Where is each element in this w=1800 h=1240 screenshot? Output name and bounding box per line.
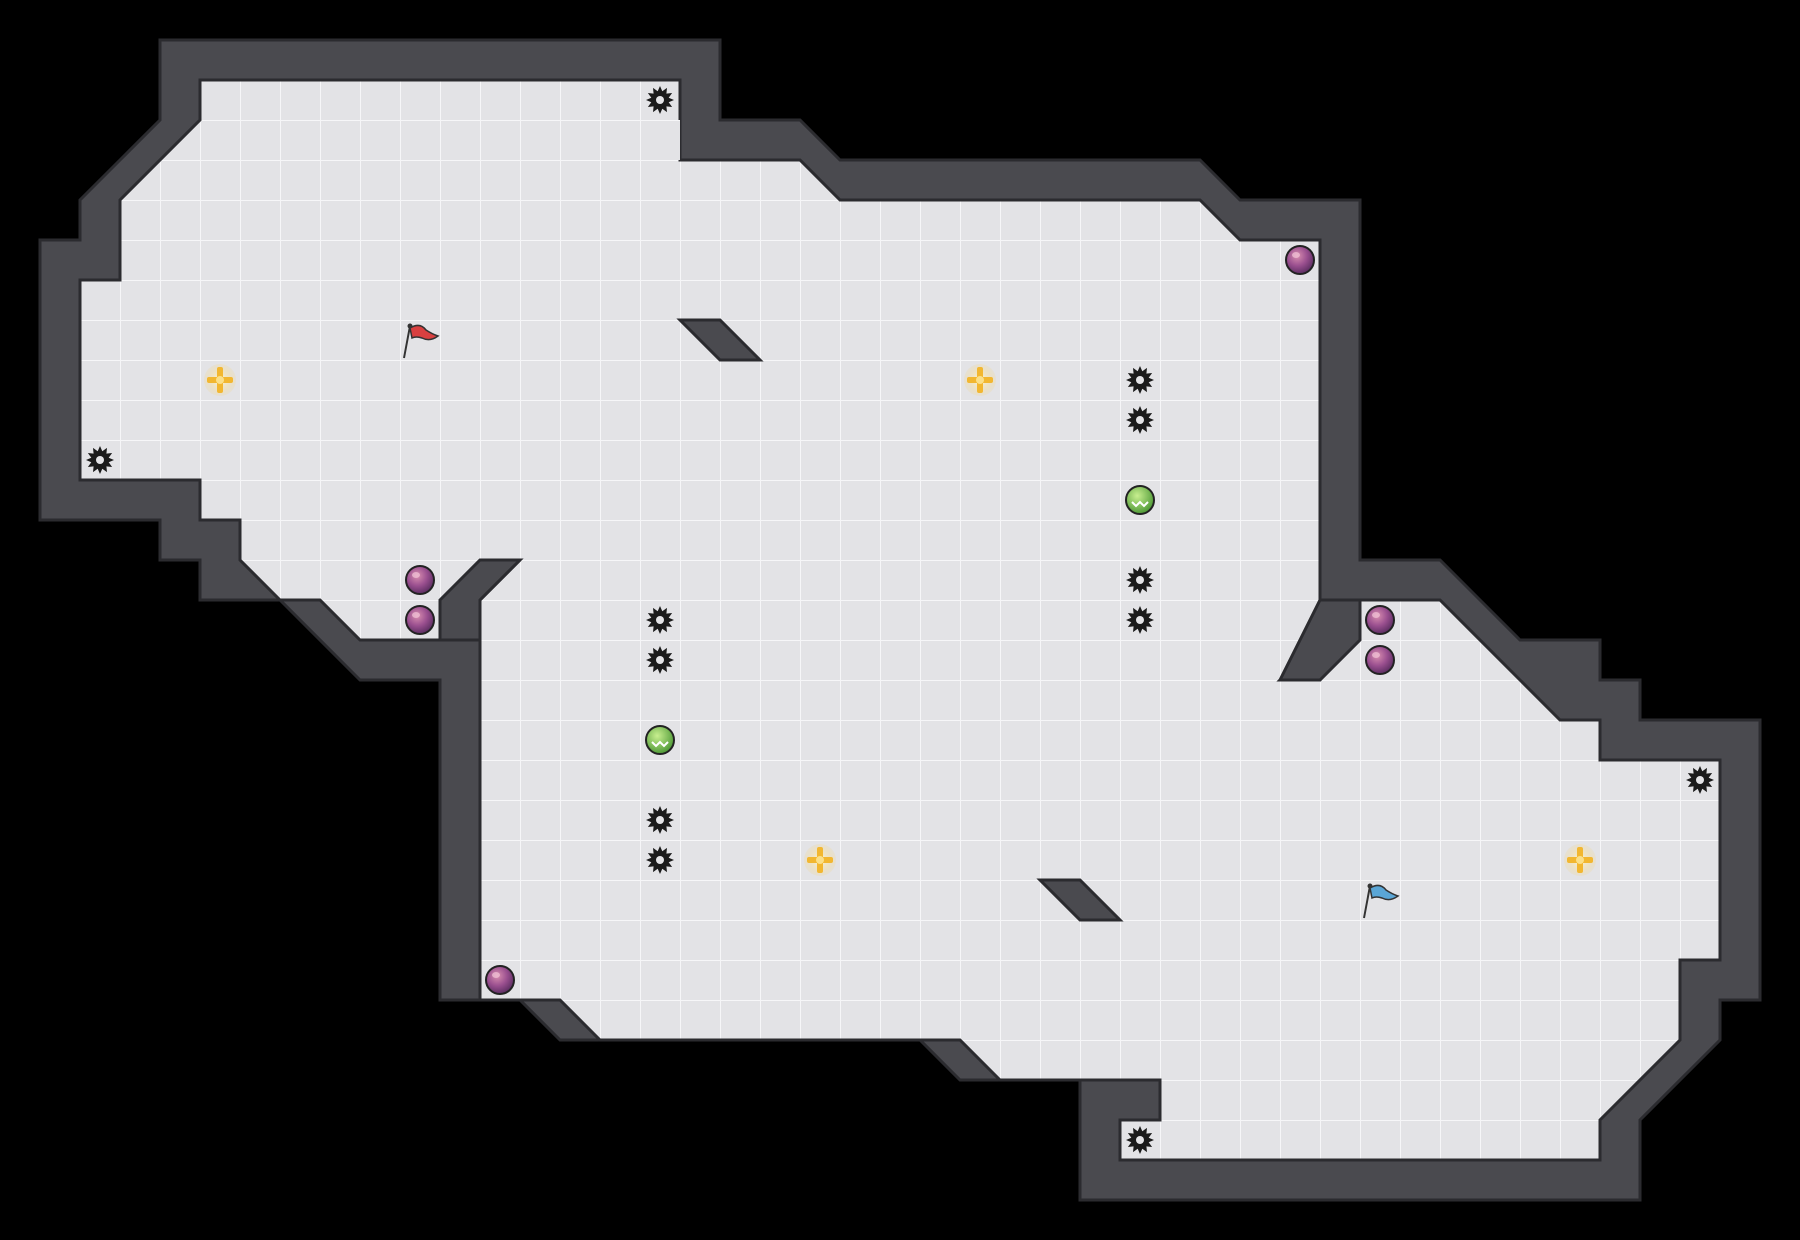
boost-icon — [1125, 485, 1155, 515]
bomb-icon — [405, 605, 435, 635]
bombs-layer — [405, 245, 1395, 995]
diagonal-wall-bottom — [1036, 878, 1124, 922]
red-flag-icon[interactable] — [403, 323, 440, 359]
spike-icon — [646, 846, 674, 874]
bomb-icon — [1285, 245, 1315, 275]
blue-flag-icon[interactable] — [1363, 883, 1400, 919]
interior-walls — [438, 318, 1362, 922]
spike-icon — [1686, 766, 1714, 794]
spike-icon — [646, 806, 674, 834]
spike-icon — [1126, 566, 1154, 594]
spike-icon — [646, 606, 674, 634]
spike-icon — [1126, 1126, 1154, 1154]
bomb-icon — [1365, 605, 1395, 635]
powerup-icon — [204, 364, 236, 396]
spike-icon — [1126, 366, 1154, 394]
spike-icon — [1126, 606, 1154, 634]
bomb-icon — [485, 965, 515, 995]
bomb-icon — [405, 565, 435, 595]
spike-icon — [646, 86, 674, 114]
boosts-layer — [645, 485, 1155, 755]
powerups-layer — [204, 364, 1596, 876]
spikes-layer — [86, 86, 1714, 1154]
powerup-icon — [964, 364, 996, 396]
wall-corner-right — [1277, 598, 1362, 682]
boost-icon — [645, 725, 675, 755]
floor — [78, 78, 1722, 1162]
bomb-icon — [1365, 645, 1395, 675]
spike-icon — [1126, 406, 1154, 434]
floor-notch-top — [640, 120, 680, 160]
diagonal-wall-top — [676, 318, 764, 362]
spike-icon — [646, 646, 674, 674]
powerup-icon — [1564, 844, 1596, 876]
powerup-icon — [804, 844, 836, 876]
wall-corner-left — [438, 558, 524, 642]
floor-area — [78, 78, 1722, 1162]
spike-icon — [86, 446, 114, 474]
